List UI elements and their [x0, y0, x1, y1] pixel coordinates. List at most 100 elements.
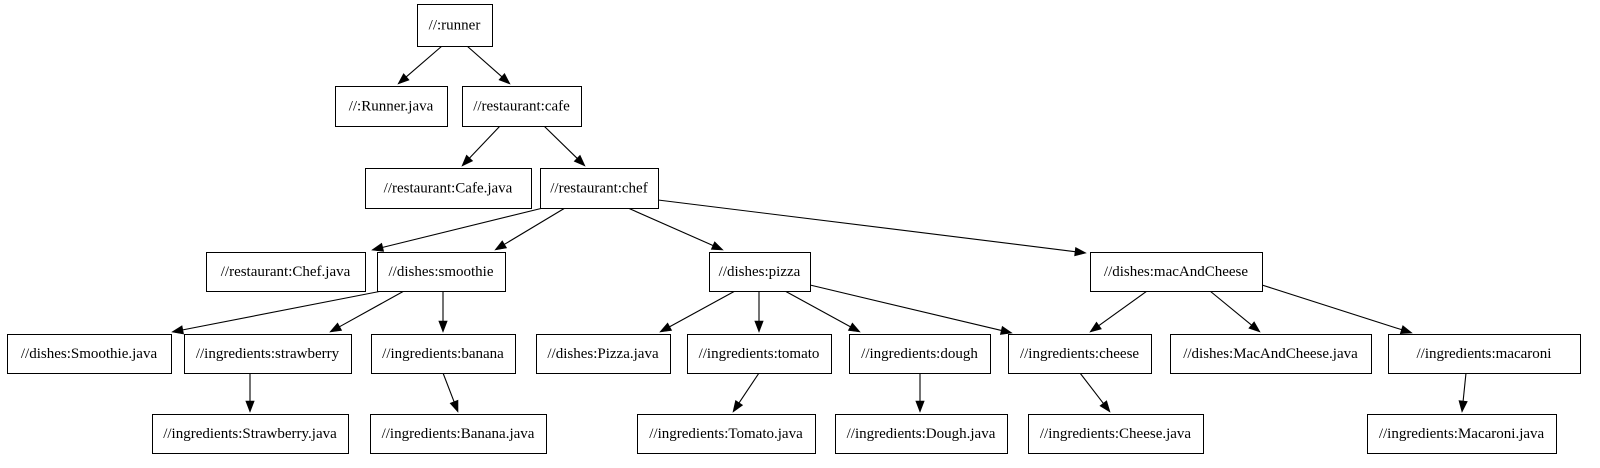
edge-dishes_macandchs-to-macandcheese_java [1209, 290, 1261, 333]
edge-dishes_smoothie-to-ing_banana [438, 291, 448, 333]
node-label: //dishes:Smoothie.java [21, 346, 158, 362]
graph-node-smoothie_java[interactable]: //dishes:Smoothie.java [7, 334, 172, 374]
edge-ing_tomato-to-tomato_java [732, 372, 760, 413]
graph-node-ing_tomato[interactable]: //ingredients:tomato [687, 334, 832, 374]
edge-line [405, 45, 443, 78]
node-label: //dishes:macAndCheese [1104, 264, 1248, 280]
arrowhead-icon [1099, 400, 1111, 413]
node-box[interactable] [1170, 334, 1372, 374]
graph-node-ing_dough[interactable]: //ingredients:dough [849, 334, 991, 374]
graph-node-pizza_java[interactable]: //dishes:Pizza.java [536, 334, 671, 374]
node-box[interactable] [377, 252, 506, 292]
edge-line [442, 372, 455, 402]
edge-runner-to-runner_java [397, 45, 443, 85]
node-box[interactable] [835, 414, 1008, 454]
arrowhead-icon [449, 399, 459, 413]
arrowhead-icon [438, 320, 448, 333]
nodes-layer: //:runner //:Runner.java //restaurant:cafe… [7, 4, 1581, 454]
node-box[interactable] [849, 334, 991, 374]
node-box[interactable] [1008, 334, 1152, 374]
graph-node-ing_macaroni[interactable]: //ingredients:macaroni [1388, 334, 1581, 374]
arrowhead-icon [847, 322, 861, 333]
edge-dishes_pizza-to-ing_dough [784, 290, 861, 333]
edge-line [543, 125, 578, 159]
arrowhead-icon [171, 325, 184, 335]
graph-node-dough_java[interactable]: //ingredients:Dough.java [835, 414, 1008, 454]
arrowhead-icon [245, 400, 255, 413]
edge-restaurant_chef-to-dishes_smoothie [494, 207, 566, 251]
node-box[interactable] [370, 414, 547, 454]
edge-ing_banana-to-banana_java [442, 372, 459, 413]
graph-node-cheese_java[interactable]: //ingredients:Cheese.java [1028, 414, 1204, 454]
node-label: //ingredients:dough [861, 346, 978, 362]
node-label: //ingredients:Cheese.java [1040, 426, 1192, 442]
node-box[interactable] [417, 4, 493, 47]
edge-restaurant_cafe-to-cafe_java [461, 125, 501, 167]
node-label: //restaurant:Cafe.java [384, 180, 513, 196]
node-label: //:Runner.java [349, 98, 434, 114]
node-box[interactable] [709, 252, 811, 292]
edge-line [1209, 290, 1252, 326]
node-box[interactable] [540, 168, 659, 209]
node-box[interactable] [637, 414, 816, 454]
arrowhead-icon [732, 400, 744, 413]
node-box[interactable] [184, 334, 352, 374]
node-box[interactable] [536, 334, 671, 374]
graph-node-restaurant_cafe[interactable]: //restaurant:cafe [462, 86, 582, 127]
edge-line [1462, 372, 1467, 402]
node-label: //ingredients:strawberry [196, 346, 340, 362]
edge-line [1079, 372, 1104, 404]
graph-node-dishes_pizza[interactable]: //dishes:pizza [709, 252, 811, 292]
arrowhead-icon [659, 322, 673, 333]
graph-node-cafe_java[interactable]: //restaurant:Cafe.java [365, 168, 532, 209]
graph-node-restaurant_chef[interactable]: //restaurant:chef [540, 168, 659, 209]
edge-restaurant_cafe-to-restaurant_chef [543, 125, 586, 167]
graph-node-dishes_macandchs[interactable]: //dishes:macAndCheese [1090, 252, 1263, 292]
graph-node-dishes_smoothie[interactable]: //dishes:smoothie [377, 252, 506, 292]
node-box[interactable] [206, 252, 366, 292]
edge-ing_dough-to-dough_java [915, 373, 925, 413]
edge-line [1098, 290, 1148, 327]
graph-node-tomato_java[interactable]: //ingredients:Tomato.java [637, 414, 816, 454]
node-box[interactable] [335, 86, 448, 127]
graph-node-ing_banana[interactable]: //ingredients:banana [371, 334, 516, 374]
graph-node-ing_cheese[interactable]: //ingredients:cheese [1008, 334, 1152, 374]
node-box[interactable] [1388, 334, 1581, 374]
edge-line [339, 290, 405, 328]
node-label: //ingredients:banana [382, 346, 504, 362]
node-box[interactable] [462, 86, 582, 127]
edge-line [784, 290, 851, 328]
node-box[interactable] [371, 334, 516, 374]
node-label: //ingredients:Dough.java [847, 426, 996, 442]
edge-ing_macaroni-to-macaroni_java [1458, 372, 1468, 413]
node-label: //ingredients:cheese [1020, 346, 1139, 362]
edge-line [657, 199, 1076, 253]
node-box[interactable] [7, 334, 172, 374]
edge-line [469, 125, 501, 159]
node-label: //dishes:Pizza.java [547, 346, 659, 362]
edge-line [466, 45, 503, 78]
node-box[interactable] [1090, 252, 1263, 292]
graph-node-strawberry_java[interactable]: //ingredients:Strawberry.java [152, 414, 349, 454]
edges-layer [171, 45, 1468, 413]
node-box[interactable] [1028, 414, 1204, 454]
node-label: //dishes:pizza [719, 264, 801, 280]
graph-node-ing_strawberry[interactable]: //ingredients:strawberry [184, 334, 352, 374]
node-label: //ingredients:tomato [699, 346, 820, 362]
graph-node-macaroni_java[interactable]: //ingredients:Macaroni.java [1367, 414, 1557, 454]
node-box[interactable] [1367, 414, 1557, 454]
graph-node-runner_java[interactable]: //:Runner.java [335, 86, 448, 127]
graph-node-banana_java[interactable]: //ingredients:Banana.java [370, 414, 547, 454]
node-box[interactable] [152, 414, 349, 454]
edge-line [182, 290, 383, 331]
node-label: //ingredients:Banana.java [382, 426, 535, 442]
graph-node-macandcheese_java[interactable]: //dishes:MacAndCheese.java [1170, 334, 1372, 374]
graph-node-chef_java[interactable]: //restaurant:Chef.java [206, 252, 366, 292]
node-box[interactable] [687, 334, 832, 374]
graph-node-runner[interactable]: //:runner [417, 4, 493, 47]
edge-line [669, 290, 736, 328]
edge-dishes_pizza-to-ing_tomato [754, 291, 764, 333]
edge-restaurant_chef-to-dishes_macandchs [657, 199, 1087, 257]
arrowhead-icon [397, 73, 410, 85]
node-box[interactable] [365, 168, 532, 209]
